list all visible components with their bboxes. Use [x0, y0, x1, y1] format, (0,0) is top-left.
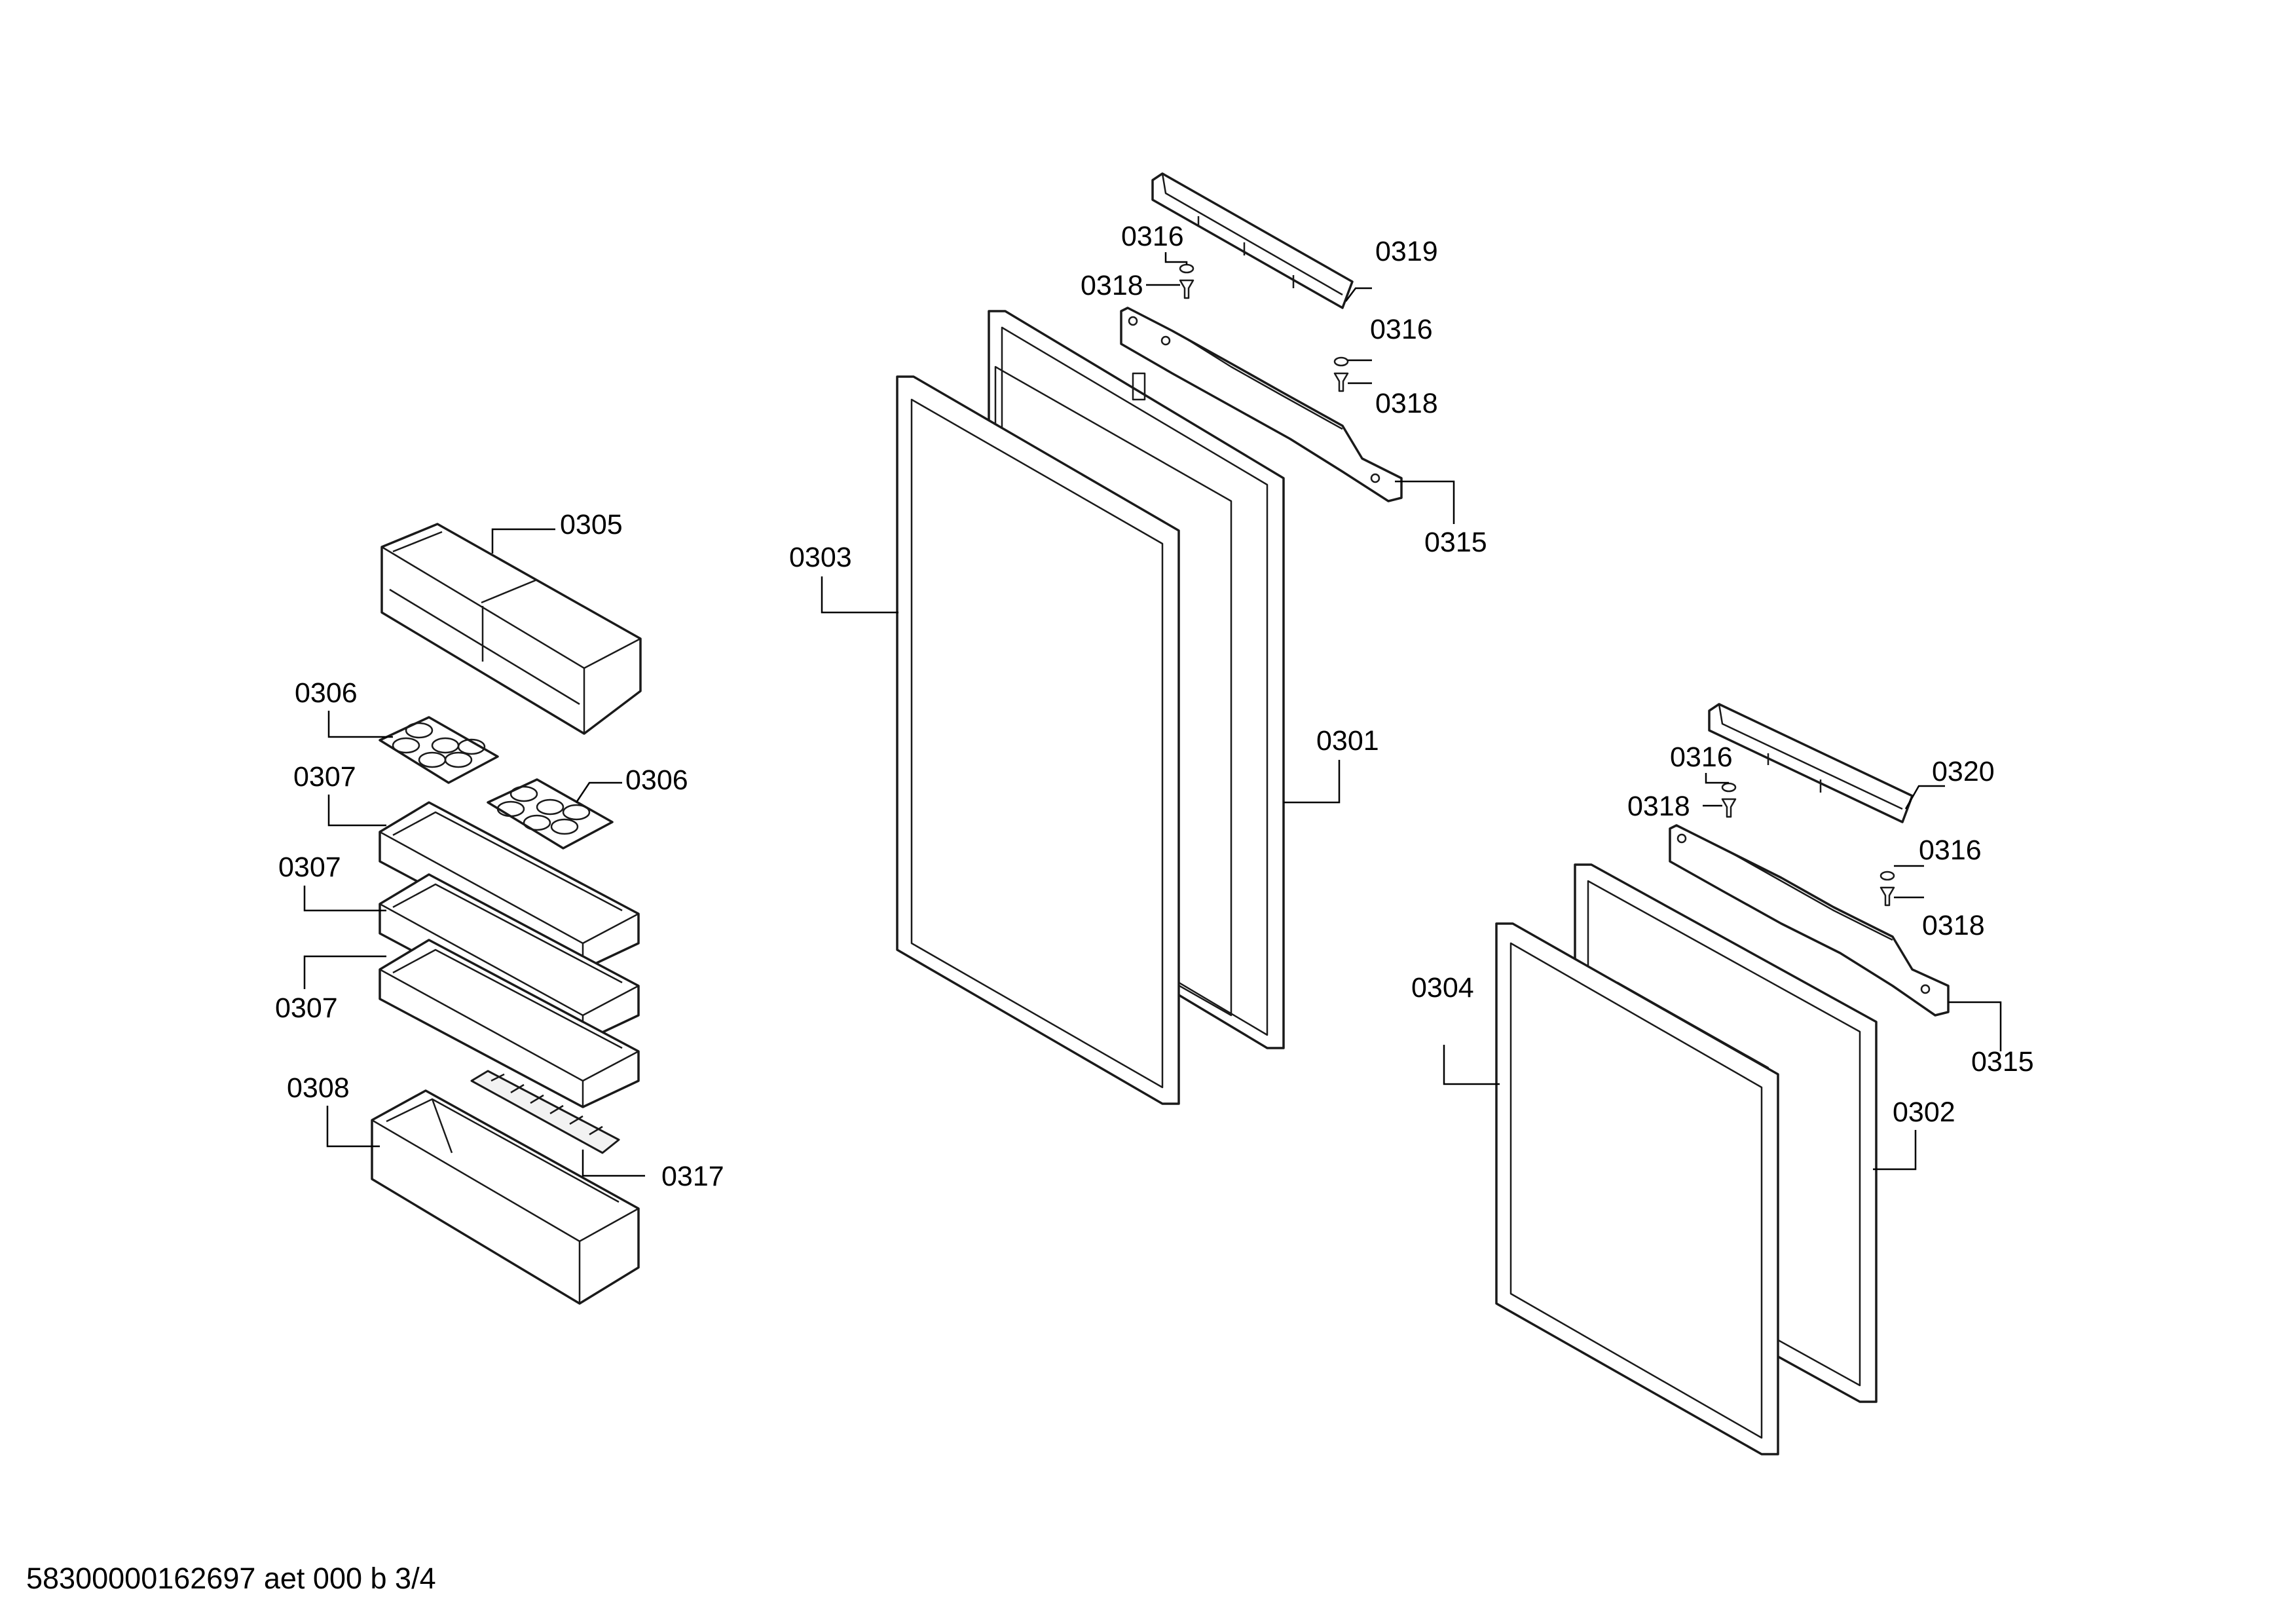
part-0318-screw-upper-b — [1333, 372, 1349, 392]
label-0318-d: 0318 — [1922, 910, 1985, 941]
label-0301: 0301 — [1316, 725, 1379, 757]
part-0303-door-gasket — [896, 375, 1180, 1105]
part-0315-hinge-bracket-lower — [1669, 824, 1950, 1017]
label-0320: 0320 — [1932, 756, 1995, 787]
part-0318-screw-upper-a — [1179, 279, 1194, 299]
part-0318-screw-lower-b — [1879, 886, 1895, 907]
label-0306-b: 0306 — [625, 764, 688, 796]
label-0319: 0319 — [1375, 236, 1438, 267]
part-0316-washer-lower-b — [1879, 871, 1895, 881]
label-0315-b: 0315 — [1971, 1046, 2034, 1078]
label-0307-a: 0307 — [293, 761, 356, 793]
label-0306-a: 0306 — [295, 677, 358, 709]
part-0306-egg-tray-a — [379, 716, 499, 784]
label-0318-a: 0318 — [1081, 270, 1143, 301]
label-0302: 0302 — [1893, 1097, 1955, 1128]
label-0307-b: 0307 — [278, 852, 341, 883]
label-0307-c: 0307 — [275, 992, 338, 1024]
label-0303: 0303 — [789, 542, 852, 573]
part-0308-bottle-shelf — [371, 1089, 640, 1305]
label-0316-c: 0316 — [1670, 741, 1733, 773]
part-0316-washer-upper-b — [1333, 356, 1349, 367]
part-0315-hinge-bracket-upper — [1120, 307, 1403, 502]
part-0306-egg-tray-b — [487, 778, 614, 850]
label-0316-a: 0316 — [1121, 221, 1184, 252]
label-0316-b: 0316 — [1370, 314, 1433, 345]
part-0304-freezer-gasket — [1495, 922, 1779, 1455]
part-0305-butter-compartment — [380, 523, 642, 735]
part-0316-washer-upper-a — [1179, 263, 1194, 274]
part-0307-door-shelf-1 — [379, 801, 640, 971]
part-0316-washer-lower-a — [1721, 782, 1737, 793]
label-0308: 0308 — [287, 1072, 350, 1104]
label-0305: 0305 — [560, 509, 623, 540]
part-labels: 0305 0306 0306 0307 0307 0307 0308 0317 … — [275, 221, 2034, 1192]
label-0318-c: 0318 — [1627, 791, 1690, 822]
part-0307-door-shelf-3 — [379, 939, 640, 1108]
leader-lines — [303, 252, 2002, 1177]
label-0318-b: 0318 — [1375, 388, 1438, 419]
part-0320-hinge-cover — [1708, 703, 1914, 823]
document-id: 58300000162697 aet 000 b 3/4 — [26, 1562, 436, 1595]
label-0304: 0304 — [1411, 972, 1474, 1004]
part-0307-door-shelf-2 — [379, 873, 640, 1043]
label-0317: 0317 — [661, 1161, 724, 1192]
label-0316-d: 0316 — [1919, 835, 1982, 866]
part-0317-grille-insert — [470, 1070, 620, 1154]
part-0319-hinge-cover — [1151, 172, 1354, 309]
part-0318-screw-lower-a — [1721, 798, 1737, 818]
label-0315-a: 0315 — [1424, 527, 1487, 558]
